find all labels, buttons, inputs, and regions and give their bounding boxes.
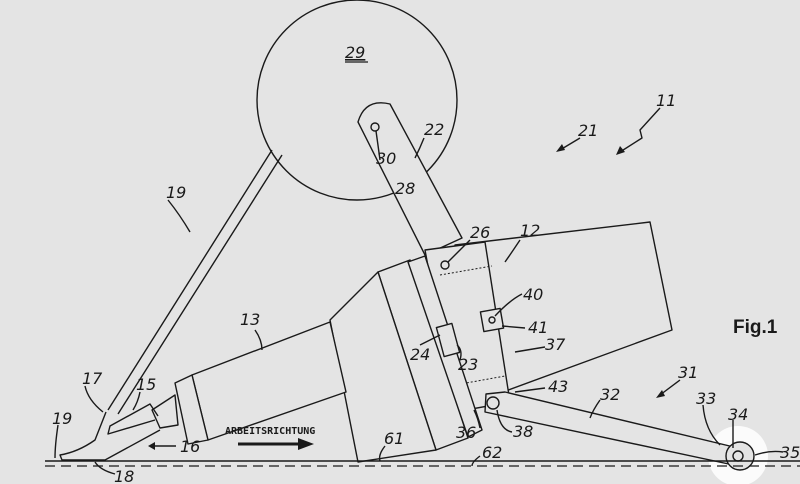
label-15: 15 xyxy=(136,375,156,394)
label-29: 29 xyxy=(345,43,365,62)
label-61: 61 xyxy=(384,429,404,448)
label-40: 40 xyxy=(523,285,543,304)
label-13: 13 xyxy=(240,310,260,329)
figure-title: Fig.1 xyxy=(733,317,778,338)
label-36: 36 xyxy=(456,423,476,442)
label-16: 16 xyxy=(180,437,200,456)
label-34: 34 xyxy=(728,405,748,424)
label-26: 26 xyxy=(470,223,490,242)
label-33: 33 xyxy=(696,389,716,408)
shoe-17 xyxy=(60,412,160,460)
label-38: 38 xyxy=(513,422,533,441)
label-11: 11 xyxy=(656,91,676,110)
label-62: 62 xyxy=(482,443,502,462)
label-43: 43 xyxy=(548,377,568,396)
label-32: 32 xyxy=(600,385,620,404)
direction-label: ARBEITSRICHTUNG xyxy=(225,426,315,437)
label-23: 23 xyxy=(458,355,478,374)
label-22: 22 xyxy=(424,120,444,139)
label-18: 18 xyxy=(114,467,134,484)
label-24: 24 xyxy=(410,345,430,364)
nozzle-15 xyxy=(108,404,158,434)
reel-29 xyxy=(257,0,457,200)
label-21: 21 xyxy=(578,121,598,140)
tube-13 xyxy=(192,322,346,440)
label-28: 28 xyxy=(395,179,415,198)
label-30: 30 xyxy=(376,149,396,168)
label-37: 37 xyxy=(545,335,566,354)
label-17: 17 xyxy=(82,369,103,388)
nozzle-neck xyxy=(152,395,178,428)
label-12: 12 xyxy=(520,221,540,240)
label-19-shoe: 19 xyxy=(52,409,72,428)
direction-indicator: ARBEITSRICHTUNG xyxy=(225,426,315,450)
label-35: 35 xyxy=(780,443,800,462)
label-31: 31 xyxy=(678,363,698,382)
block-41 xyxy=(480,308,503,331)
label-19-strut: 19 xyxy=(166,183,186,202)
